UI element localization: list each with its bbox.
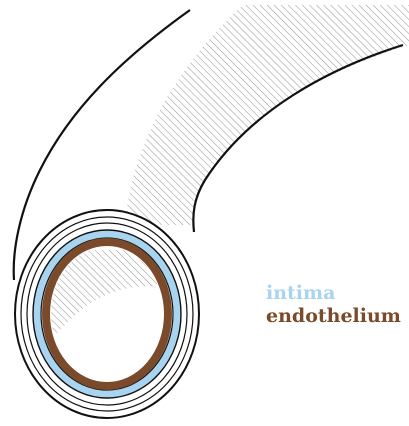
vessel-inner-wall-hatch <box>126 5 409 225</box>
intima-label: intima <box>266 282 335 304</box>
endothelium-label: endothelium <box>266 305 401 327</box>
